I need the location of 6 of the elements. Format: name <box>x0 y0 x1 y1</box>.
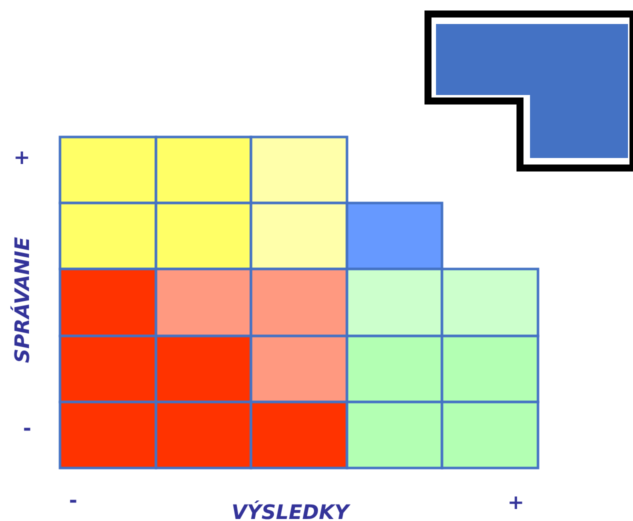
axis-sign: + <box>14 147 30 167</box>
axis-title: SPRÁVANIE <box>12 236 32 364</box>
axis-sign: - <box>69 490 78 510</box>
axis-title: VÝSLEDKY <box>232 502 349 521</box>
axis-sign: + <box>508 492 524 512</box>
axis-sign: - <box>23 418 32 438</box>
